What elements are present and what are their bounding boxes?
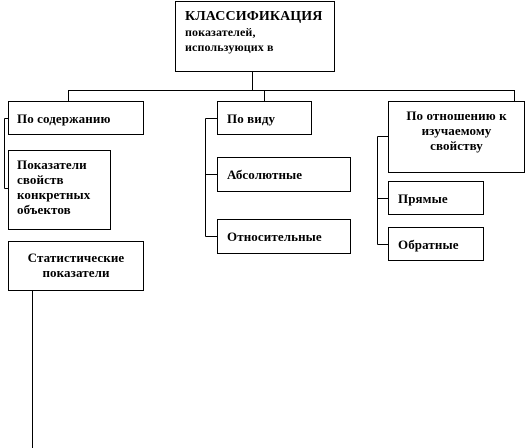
leaf-direct-label: Прямые bbox=[398, 190, 448, 206]
category-by-relation-label-line-2: изучаемому bbox=[421, 123, 492, 138]
category-by-relation-label-line-3: свойству bbox=[430, 138, 483, 153]
leaf-statistical: Статистические показатели bbox=[8, 241, 144, 291]
category-by-relation-label-line-1: По отношению к bbox=[406, 108, 507, 123]
leaf-object-properties: Показатели свойств конкретных объектов bbox=[8, 150, 111, 230]
root-subtitle-line-2: используюцих в bbox=[185, 40, 274, 54]
leaf-direct: Прямые bbox=[388, 181, 484, 215]
leaf-relative: Относительные bbox=[217, 219, 351, 254]
root-node: КЛАССИФИКАЦИЯ показателей, используюцих … bbox=[175, 1, 335, 72]
leaf-relative-label: Относительные bbox=[227, 229, 322, 244]
leaf-inverse-label: Обратные bbox=[398, 236, 459, 252]
leaf-absolute: Абсолютные bbox=[217, 157, 351, 192]
category-by-content: По содержанию bbox=[8, 101, 144, 135]
leaf-absolute-label: Абсолютные bbox=[227, 167, 303, 182]
leaf-object-properties-line-2: свойств bbox=[17, 172, 64, 187]
leaf-statistical-line-1: Статистические bbox=[27, 250, 125, 265]
root-title: КЛАССИФИКАЦИЯ bbox=[185, 9, 323, 24]
category-by-content-label: По содержанию bbox=[17, 110, 111, 126]
leaf-object-properties-line-3: конкретных bbox=[17, 187, 91, 202]
leaf-object-properties-line-1: Показатели bbox=[17, 157, 87, 172]
leaf-object-properties-line-4: объектов bbox=[17, 202, 71, 217]
category-by-kind: По виду bbox=[217, 101, 312, 135]
root-subtitle-line-1: показателей, bbox=[185, 25, 256, 39]
leaf-inverse: Обратные bbox=[388, 227, 484, 261]
category-by-kind-label: По виду bbox=[227, 110, 276, 126]
category-by-relation: По отношению к изучаемому свойству bbox=[388, 101, 525, 173]
leaf-statistical-line-2: показатели bbox=[42, 265, 110, 280]
